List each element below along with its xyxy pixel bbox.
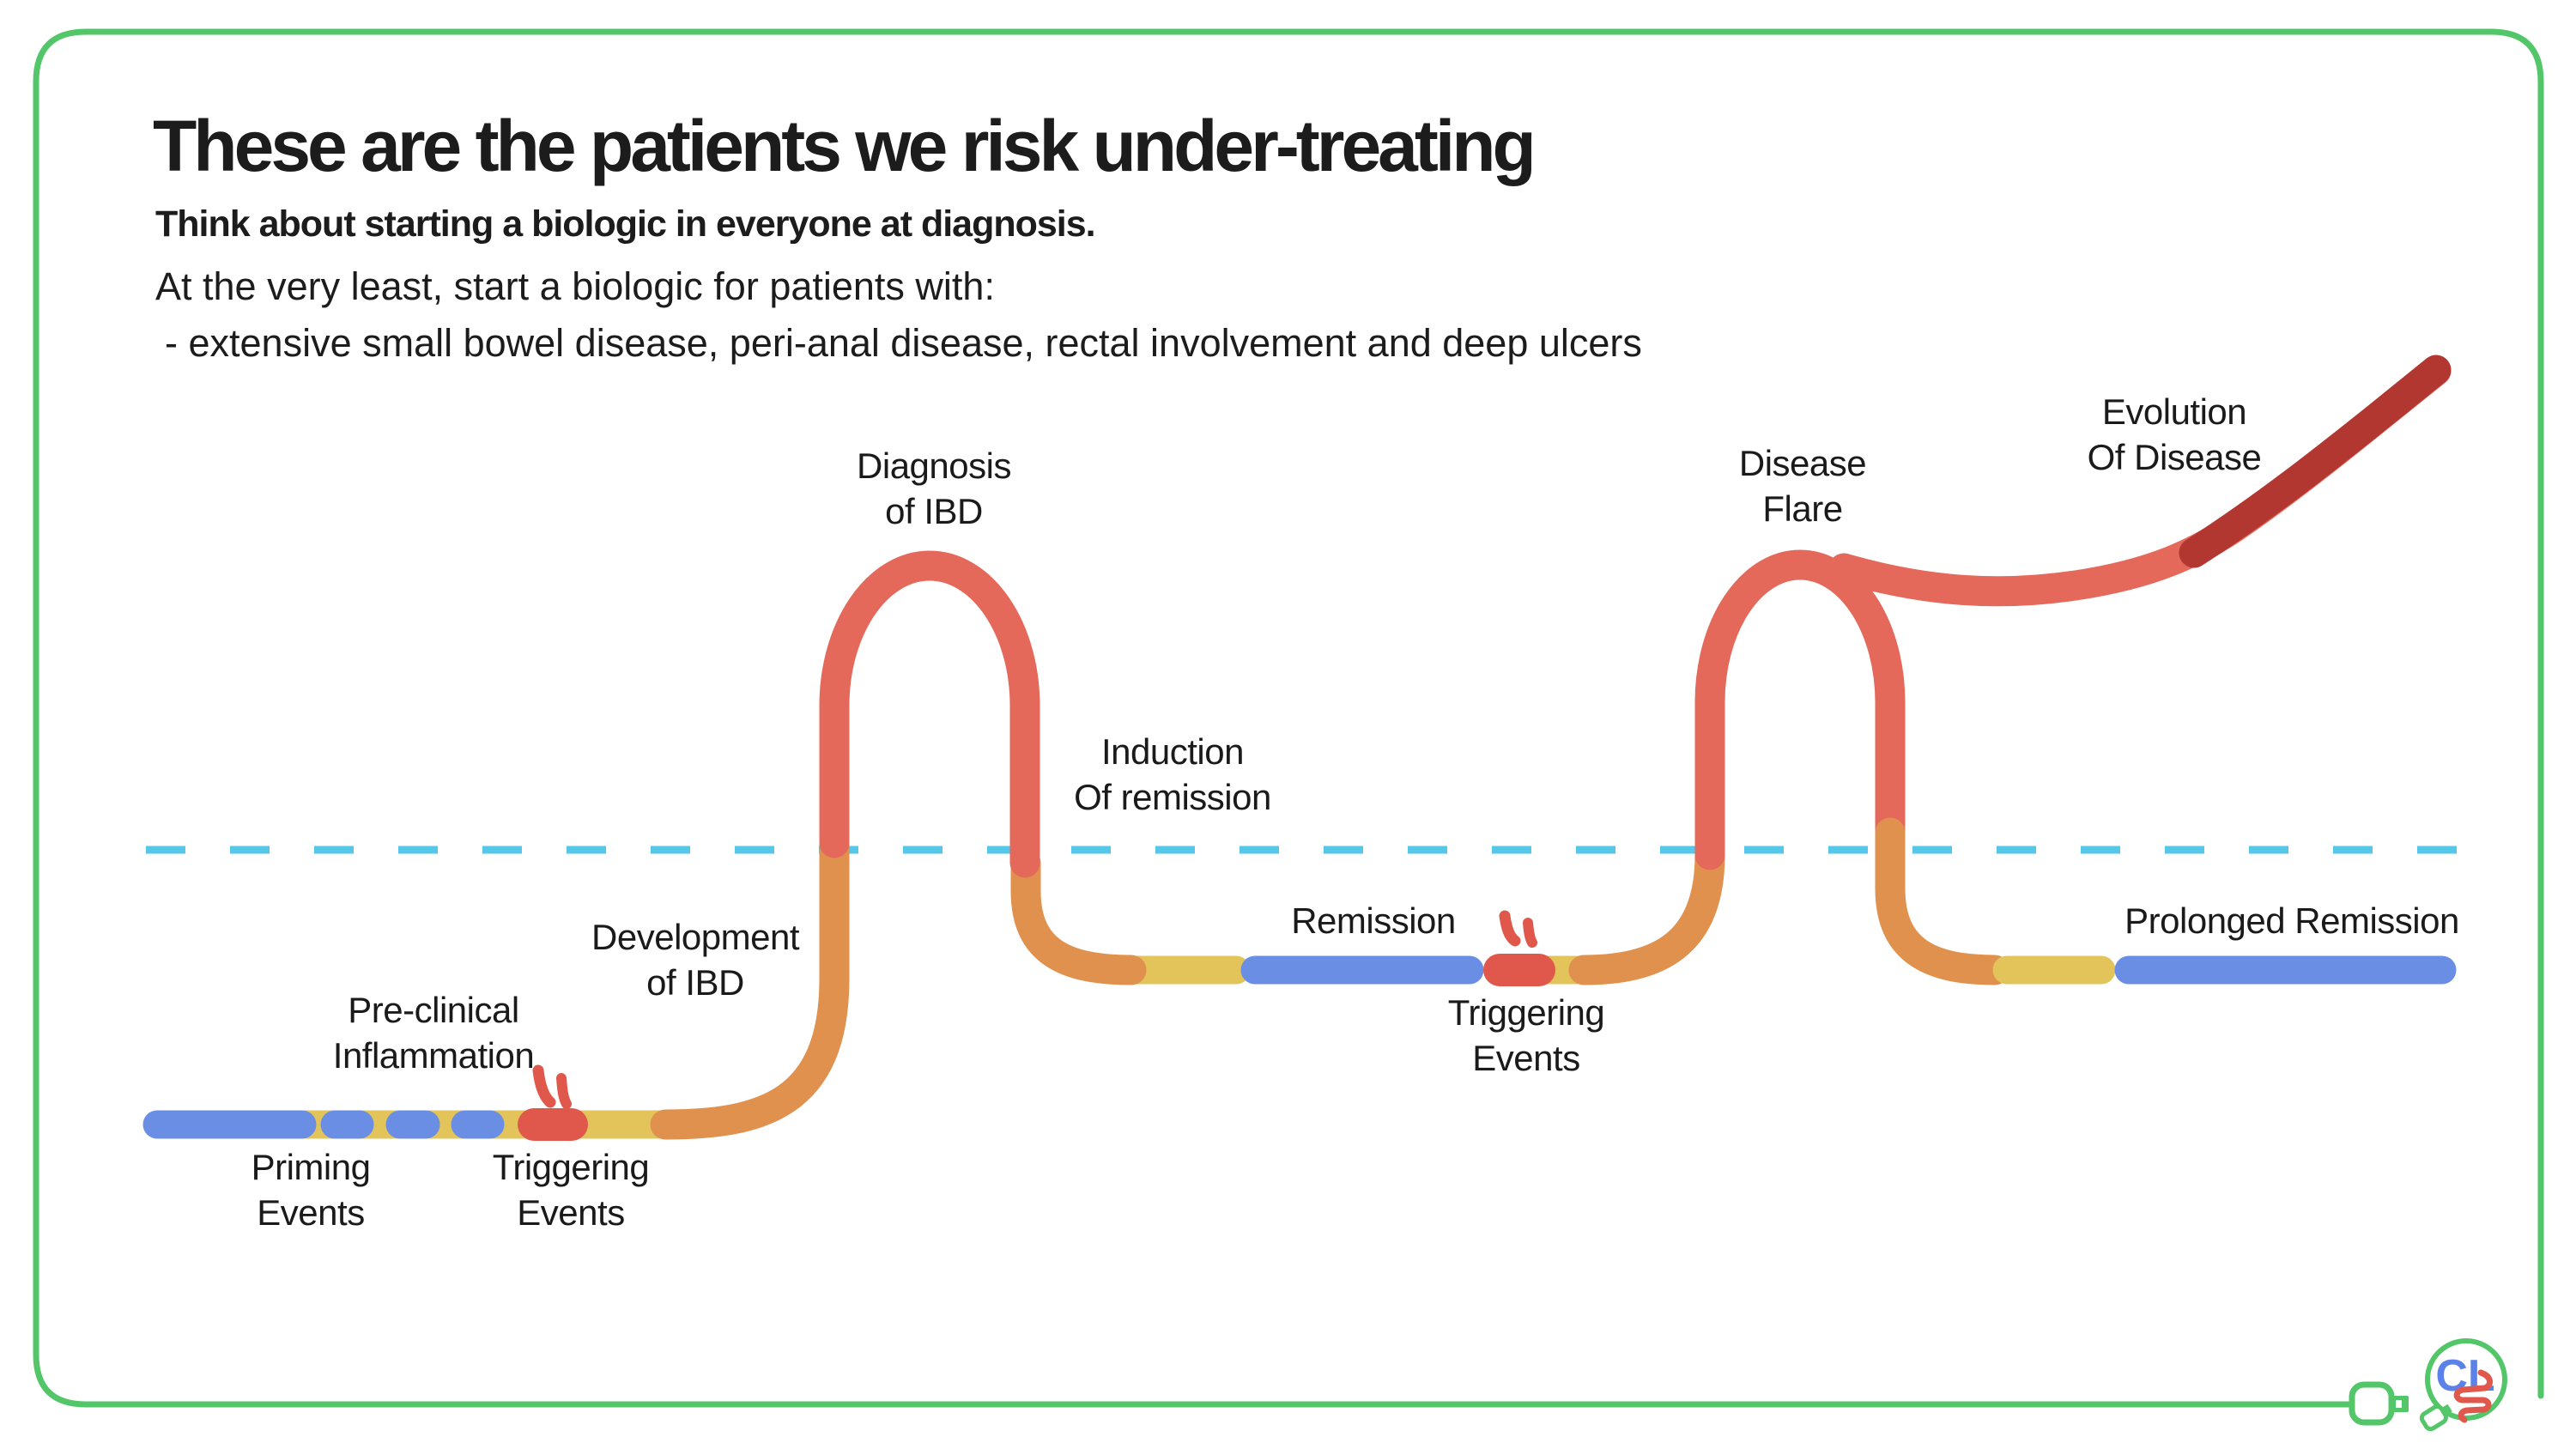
label-triggering-events-1: Triggering Events [492,1147,650,1233]
label-disease-flare: Disease Flare [1738,443,1867,529]
label-prolonged-remission: Prolonged Remission [2124,900,2459,941]
slide-border-frame [33,28,2544,1408]
label-diagnosis-of-ibd: Diagnosis of IBD [857,446,1011,531]
page-title: These are the patients we risk under-tre… [153,106,1537,186]
arch-flare-salmon [1694,549,1906,870]
curve-evolution-dark-red [2179,355,2452,568]
curve-development-orange-rise [650,828,850,1140]
logo-plug-tip [2419,1404,2449,1432]
trigger-tick-icon [556,1073,572,1109]
label-priming-events: Priming Events [251,1147,371,1233]
label-triggering-events-2: Triggering Events [1447,992,1605,1078]
curve-prolonged-orange-descent [1875,817,2010,985]
curve-induction-orange-descent [1010,847,1147,985]
subtitle-bold: Think about starting a biologic in every… [155,203,1096,245]
cl-gut-logo: CL [2419,1338,2507,1432]
label-development-of-ibd: Development of IBD [591,917,799,1003]
subtitle-line-2: At the very least, start a biologic for … [155,264,995,308]
curve-flare-orange-rise [1568,840,1725,985]
label-remission: Remission [1291,900,1456,941]
arch-diagnosis-salmon [819,550,1040,878]
label-preclinical-inflammation: Pre-clinical Inflammation [332,990,535,1076]
subtitle-line-3: - extensive small bowel disease, peri-an… [165,321,1642,365]
trigger-tick-icon [532,1064,556,1108]
plug-icon [2349,1381,2409,1426]
trigger-tick-icon [1523,918,1537,948]
label-induction-of-remission: Induction Of remission [1074,731,1271,817]
trigger-tick-icon [1499,910,1521,947]
logo-gut-squiggle [2453,1369,2494,1423]
label-evolution-of-disease: Evolution Of Disease [2087,391,2262,477]
